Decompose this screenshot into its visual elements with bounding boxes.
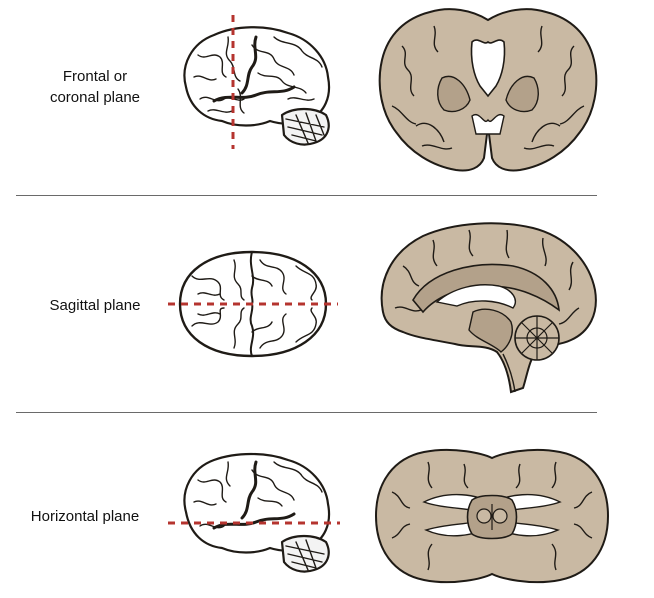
frontal-plane-label: Frontal or coronal plane: [30, 66, 160, 108]
lateral-brain-coronal-cut-icon: [183, 15, 331, 149]
dorsal-brain-sagittal-cut-icon: [168, 250, 338, 358]
lateral-brain-horizontal-cut-icon: [168, 452, 340, 573]
frontal-plane-label-line1: Frontal or: [62, 68, 128, 85]
sagittal-brain-section-icon: [380, 222, 597, 394]
divider-bottom: [16, 412, 597, 413]
divider-top: [16, 195, 597, 196]
horizontal-plane-label: Horizontal plane: [30, 508, 140, 525]
coronal-brain-section-icon: [378, 8, 598, 172]
sagittal-plane-label: Sagittal plane: [49, 297, 141, 314]
frontal-plane-label-line2: coronal plane: [49, 89, 141, 106]
horizontal-brain-section-icon: [374, 448, 610, 584]
